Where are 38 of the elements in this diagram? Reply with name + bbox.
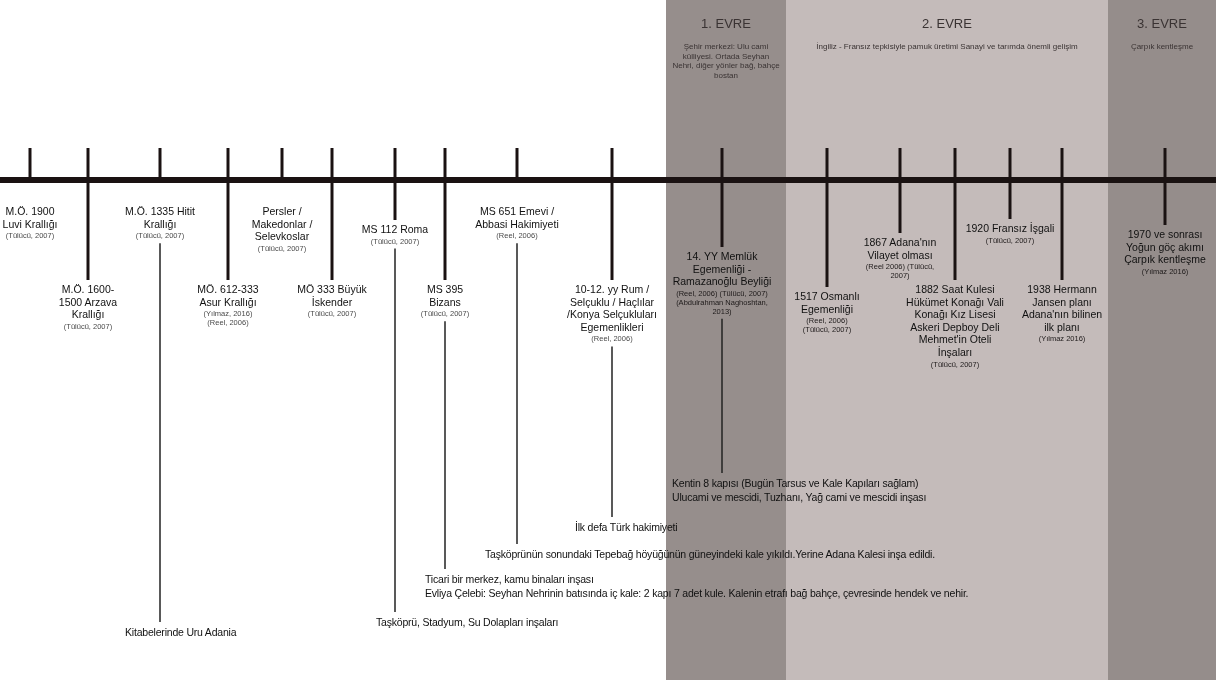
event-title: 1970 ve sonrası Yoğun göç akımı Çarpık kentleşme — [1123, 228, 1207, 266]
event-title: 14. YY Memlük Egemenliği - Ramazanoğlu Beyliği — [671, 250, 773, 288]
event-title: 1882 Saat Kulesi Hükümet Konağı Vali Konağı Kız Lisesi Askeri Depboy Deli Mehmet'in Oteli İnşaları — [905, 283, 1005, 359]
note-text: Ulucami ve mescidi, Tuzhanı, Yağ cami ve mescidi inşası — [672, 490, 927, 505]
note-text: Taşköprünün sonundaki Tepebağ höyüğünün güneyindeki kale yıkıldı.Yerine Adana Kalesi inşa edildi. — [485, 547, 935, 562]
note-text: Kitabelerinde Uru Adania — [125, 625, 237, 640]
event-title: M.Ö. 1335 Hitit Krallığı — [124, 205, 196, 231]
event-title: 1517 Osmanlı Egemenliği — [793, 290, 861, 316]
event-title: 1938 Hermann Jansen planı Adana'nın bilinen ilk planı — [1020, 283, 1104, 334]
event-title: M.Ö. 1600-1500 Arzava Krallığı — [57, 283, 119, 321]
note-text: Taşköprü, Stadyum, Su Dolapları inşaları — [376, 615, 559, 630]
period-heading: 3. EVRE — [1136, 16, 1188, 31]
period-heading: 1. EVRE — [700, 16, 752, 31]
event-title: M.Ö. 1900 Luvi Krallığı — [1, 205, 59, 231]
leader-line — [444, 320, 446, 570]
event-title: MS 651 Emevi / Abbasi Hakimiyeti — [474, 205, 560, 231]
period-description: Çarpık kentleşme — [1129, 42, 1195, 52]
note-text: Evliya Çelebi: Seyhan Nehrinin batısında iç kale: 2 kapı 7 adet kule. Kalenin etrafı bağ bahçe, çevresinde hendek ve nehir. — [425, 586, 969, 601]
period-heading: 2. EVRE — [921, 16, 973, 31]
period-description: İngiliz - Fransız tepkisiyle pamuk üretimi Sanayi ve tarımda önemli gelişim — [815, 42, 1079, 52]
note-text: Kentin 8 kapısı (Bugün Tarsus ve Kale Kapıları sağlam) — [672, 476, 920, 491]
leader-line — [394, 247, 396, 613]
event-title: MÖ. 612-333 Asur Krallığı — [196, 283, 260, 309]
event-title: 1920 Fransız İşgali — [965, 222, 1055, 235]
event-title: Persler / Makedonlar / Selevkoslar — [250, 205, 314, 243]
leader-line — [159, 242, 161, 623]
note-text: Ticari bir merkez, kamu binaları inşası — [425, 572, 595, 587]
leader-line — [611, 345, 613, 518]
event-title: 1867 Adana'nın Vilayet olması — [862, 236, 938, 262]
leader-line — [516, 242, 518, 545]
event-title: MS 112 Roma — [360, 223, 430, 236]
event-title: 10-12. yy Rum / Selçuklu / Haçlılar /Konya Selçukluları Egemenlikleri — [566, 283, 658, 334]
note-text: İlk defa Türk hakimiyeti — [575, 520, 678, 535]
leader-line — [721, 318, 723, 474]
event-title: MÖ 333 Büyük İskender — [296, 283, 368, 309]
event-title: MS 395 Bizans — [425, 283, 465, 309]
period-description: Şehir merkezi: Ulu cami külliyesi. Ortada Seyhan Nehri, diğer yönler bağ, bahçe bostan — [672, 42, 780, 81]
period-band — [1108, 0, 1216, 680]
